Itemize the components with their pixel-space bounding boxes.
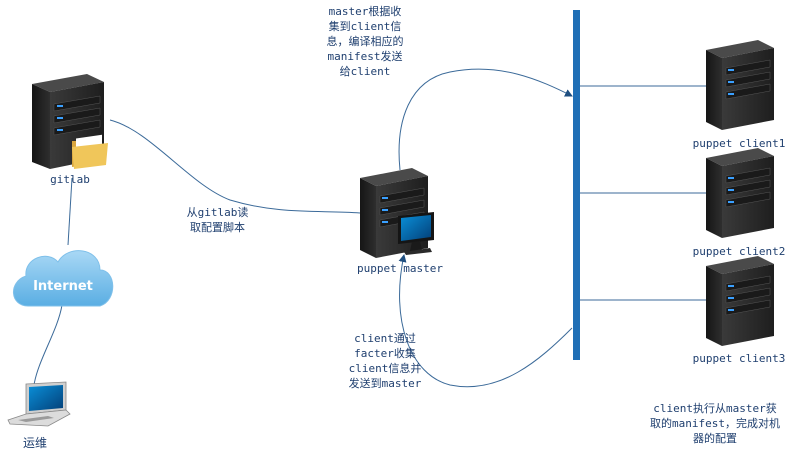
puppet-client3-server-icon (706, 256, 774, 346)
laptop-icon (7, 381, 71, 427)
client-apply-note: client执行从master获 取的manifest，完成对机 器的配置 (650, 402, 780, 445)
gitlab-to-internet-link (67, 177, 73, 246)
internet-to-laptop-link (33, 304, 63, 386)
facter-note: client通过 facter收集 client信息并 发送到master (348, 332, 422, 390)
puppet-client2-label: puppet client2 (692, 245, 786, 258)
network-bus (573, 10, 580, 360)
puppet-master-label: puppet master (356, 262, 444, 275)
folder-icon (72, 134, 108, 169)
master-to-bus-arrow (398, 68, 573, 171)
bus-to-master-arrow (398, 254, 573, 388)
ops-label: 运维 (22, 436, 47, 450)
puppet-client1-label: puppet client1 (692, 137, 786, 150)
master-compile-note: master根据收 集到client信 息，编译相应的 manifest发送 给… (326, 5, 404, 78)
puppet-client3-label: puppet client3 (692, 352, 786, 365)
puppet-client1-server-icon (706, 40, 774, 130)
monitor-icon (398, 212, 434, 255)
internet-label: Internet (33, 279, 93, 294)
read-gitlab-note: 从gitlab读 取配置脚本 (186, 206, 249, 234)
internet-cloud-icon (13, 250, 114, 307)
gitlab-to-master-link (109, 119, 361, 214)
puppet-client2-server-icon (706, 148, 774, 238)
gitlab-label: gitlab (50, 173, 90, 186)
